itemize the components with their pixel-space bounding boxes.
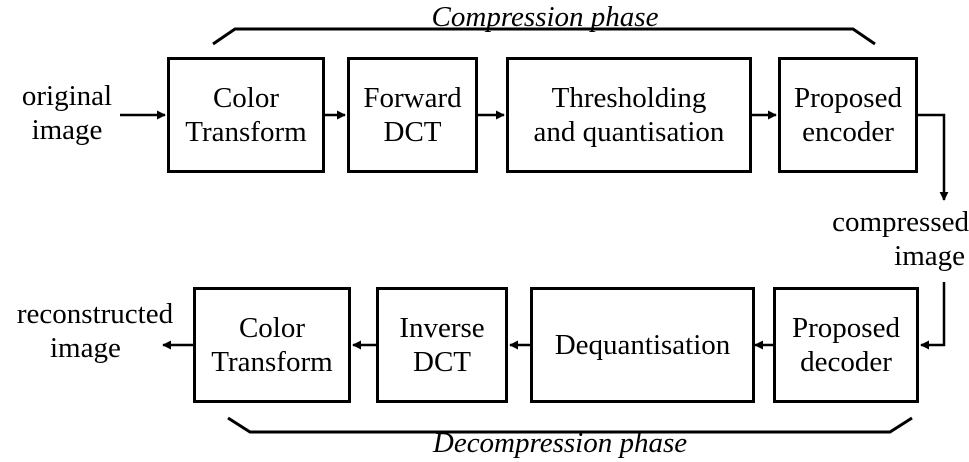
proposed-decoder-block: Proposed decoder [773, 287, 919, 403]
compressed-image-label: compressed image [832, 206, 969, 272]
forward-dct-block: Forward DCT [347, 57, 478, 173]
compression-phase-title: Compression phase [431, 1, 659, 33]
color-transform-inverse-block: Color Transform [193, 287, 351, 403]
thresholding-quantisation-block: Thresholding and quantisation [506, 57, 752, 173]
original-image-label: original image [21, 80, 113, 146]
color-transform-block: Color Transform [167, 57, 325, 173]
dequantisation-block: Dequantisation [530, 287, 755, 403]
compression-phase-bracket [212, 27, 876, 46]
decompression-phase-bracket [227, 416, 913, 434]
inverse-dct-block: Inverse DCT [376, 287, 508, 403]
arrow-compressed-to-decoder [920, 282, 946, 350]
decompression-phase-title: Decompression phase [432, 427, 688, 459]
proposed-encoder-block: Proposed encoder [778, 57, 918, 173]
reconstructed-image-label: reconstructed image [16, 298, 174, 364]
arrow-encoder-to-compressed [918, 113, 949, 201]
